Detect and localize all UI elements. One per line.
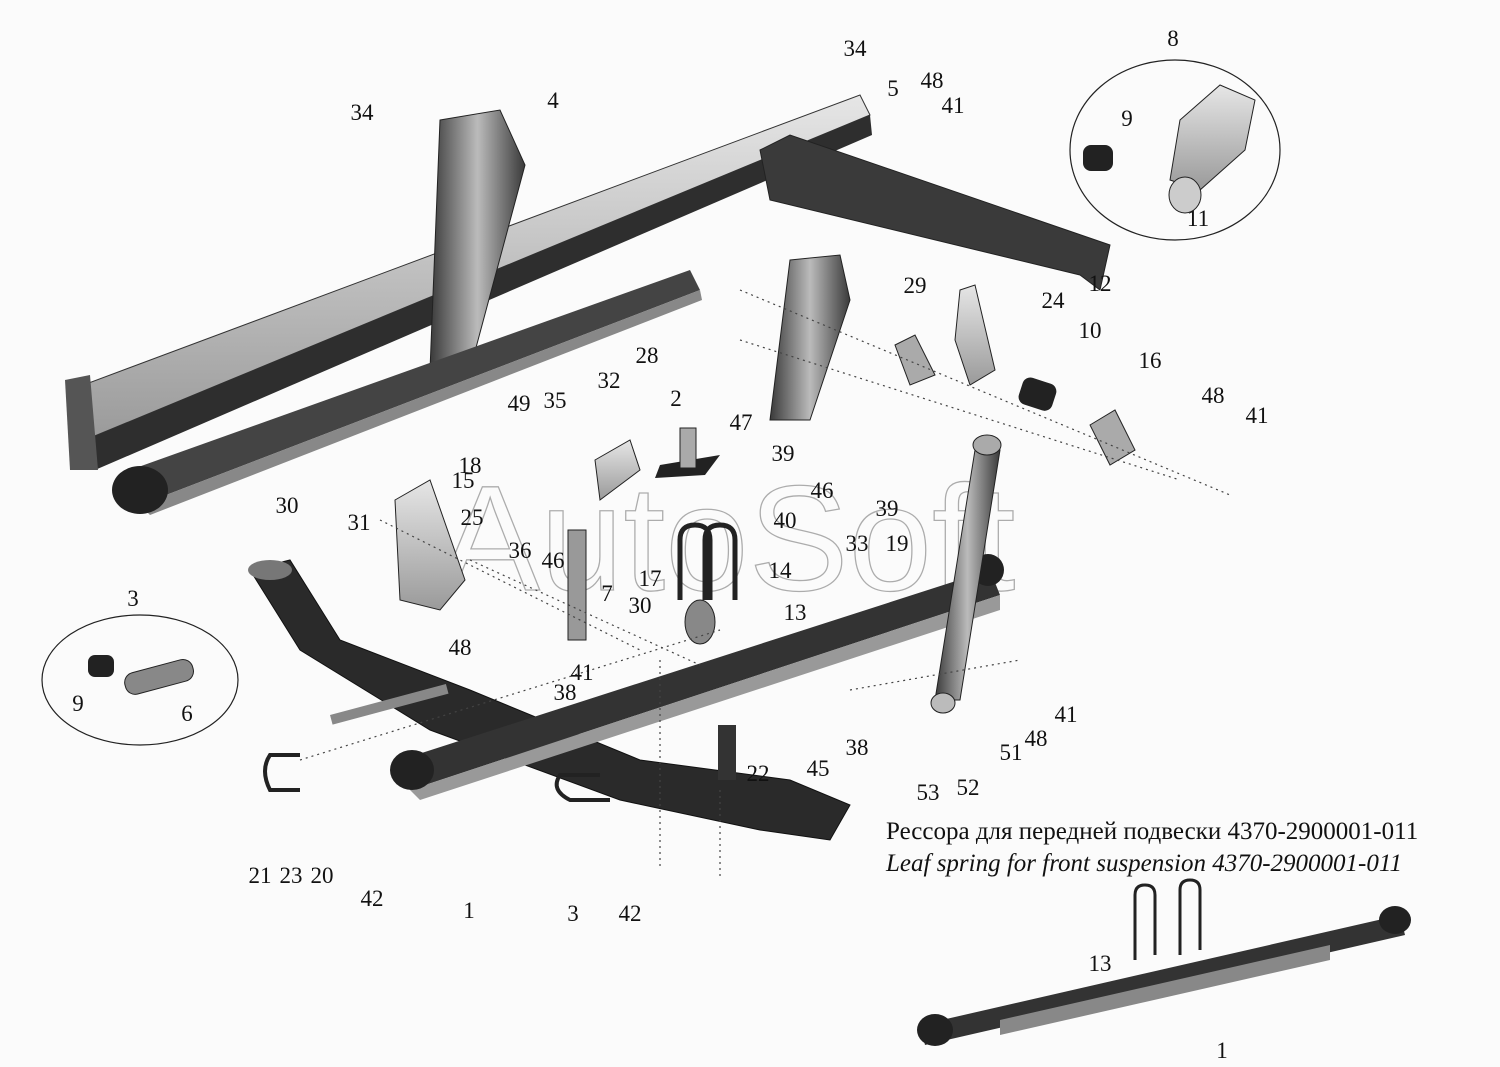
callout-label: 11 — [1187, 206, 1209, 231]
bracket-24 — [954, 284, 996, 386]
detail-leaf-spring — [917, 878, 1411, 1046]
callout-label: 51 — [1000, 740, 1023, 765]
callout-label: 3 — [567, 901, 579, 926]
u-bolt-13 — [677, 522, 713, 600]
callout-label: 31 — [348, 510, 371, 535]
callout-label: 25 — [461, 505, 484, 530]
callout-label: 9 — [1121, 106, 1133, 131]
callout-label: 47 — [730, 410, 753, 435]
front-axle-beam — [248, 559, 851, 841]
u-bolt-3 — [554, 773, 610, 802]
callout-label: 10 — [1079, 318, 1102, 343]
callout-label: 38 — [554, 680, 577, 705]
callout-label: 48 — [1025, 726, 1048, 751]
callout-label: 21 — [249, 863, 272, 888]
callout-label: 41 — [1055, 702, 1078, 727]
callout-label: 29 — [904, 273, 927, 298]
bracket-8 — [594, 439, 641, 501]
callout-label: 3 — [127, 586, 139, 611]
callout-label: 19 — [886, 531, 909, 556]
callout-label: 34 — [351, 100, 375, 125]
callout-label: 13 — [784, 600, 807, 625]
inset-8 — [1069, 59, 1281, 241]
caption-english: Leaf spring for front suspension 4370-29… — [886, 850, 1402, 877]
callout-label: 38 — [846, 735, 869, 760]
callout-label: 5 — [887, 76, 899, 101]
callout-label: 4 — [547, 88, 559, 113]
callout-label: 39 — [876, 496, 899, 521]
callout-label: 23 — [280, 863, 303, 888]
plate-16 — [1089, 409, 1136, 466]
callout-label: 30 — [276, 493, 299, 518]
callout-label: 22 — [747, 761, 770, 786]
callout-label: 42 — [361, 886, 384, 911]
callout-label: 13 — [1089, 951, 1112, 976]
callout-label: 12 — [1089, 271, 1112, 296]
callout-label: 9 — [72, 691, 84, 716]
callout-label: 32 — [598, 368, 621, 393]
stabilizer-link — [329, 683, 449, 725]
callout-label: 48 — [449, 635, 472, 660]
callout-label: 1 — [463, 898, 475, 923]
callout-label: 17 — [639, 566, 662, 591]
callout-label: 20 — [311, 863, 334, 888]
callout-label: 30 — [629, 593, 652, 618]
callout-label: 14 — [769, 558, 793, 583]
inset-3 — [41, 614, 239, 746]
callout-label: 52 — [957, 775, 980, 800]
callout-label: 18 — [459, 453, 482, 478]
callout-label: 39 — [772, 441, 795, 466]
callout-label: 7 — [601, 581, 613, 606]
callout-label: 41 — [1246, 403, 1269, 428]
plate-29 — [894, 334, 936, 386]
callout-label: 48 — [921, 68, 944, 93]
callout-label: 2 — [670, 386, 682, 411]
spring-bracket-4 — [429, 109, 526, 371]
upper-leaf-spring — [112, 270, 702, 515]
bracket-2-upright — [679, 427, 697, 469]
callout-label: 46 — [542, 548, 565, 573]
callout-label: 41 — [942, 93, 965, 118]
callout-label: 35 — [544, 388, 567, 413]
shock-absorber — [930, 434, 1002, 714]
callout-label: 42 — [619, 901, 642, 926]
callout-label: 1 — [1216, 1038, 1228, 1063]
callout-label: 34 — [844, 36, 868, 61]
u-bolt-21 — [263, 753, 300, 792]
callout-label: 8 — [1167, 26, 1179, 51]
callout-label: 46 — [811, 478, 834, 503]
callout-label: 15 — [452, 468, 475, 493]
u-bolt-13b — [702, 522, 738, 600]
callout-label: 28 — [636, 343, 659, 368]
callout-label: 40 — [774, 508, 797, 533]
bump-stop-17 — [684, 599, 716, 645]
cross-member — [759, 134, 1111, 291]
callout-label: 6 — [181, 701, 193, 726]
callout-label: 33 — [846, 531, 869, 556]
callout-label: 24 — [1042, 288, 1066, 313]
assembly-lines — [299, 289, 1231, 880]
caption-russian: Рессора для передней подвески 4370-29000… — [886, 818, 1419, 845]
bushing-10 — [1018, 377, 1057, 411]
spring-bracket-5 — [769, 254, 851, 421]
callout-label: 48 — [1202, 383, 1225, 408]
callout-label: 41 — [571, 660, 594, 685]
shackle-7 — [567, 529, 587, 641]
callout-label: 16 — [1139, 348, 1162, 373]
callout-label: 45 — [807, 756, 830, 781]
callout-label: 36 — [509, 538, 532, 563]
callout-label: 53 — [917, 780, 940, 805]
plate-22 — [718, 725, 736, 780]
callout-label: 49 — [508, 391, 531, 416]
